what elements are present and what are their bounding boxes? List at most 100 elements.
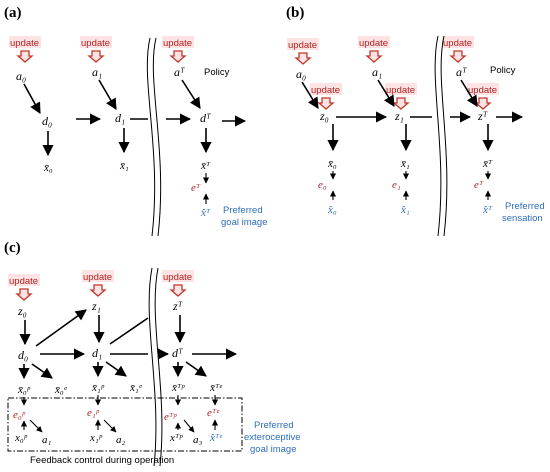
c-error-p1: e₁ᵖ — [87, 407, 100, 419]
c-joint-x1: x₁ᵖ — [89, 432, 103, 444]
latent-z0: z₀ — [319, 109, 329, 123]
b-error-eT: eᵀ — [474, 179, 484, 191]
update-label: update — [81, 38, 110, 49]
update-arrow-icon — [295, 52, 311, 65]
action-aT: aᵀ — [174, 65, 185, 79]
b-prediction-xT: x̄ᵀ — [482, 158, 493, 170]
action-b-a1: a₁ — [372, 65, 382, 79]
update-arrow-icon — [17, 50, 33, 63]
feedback-control-box — [7, 397, 243, 452]
goal-caption-b-2: sensation — [502, 213, 543, 224]
arrow-d0-xe0 — [31, 363, 53, 379]
line-d1-zT — [109, 317, 149, 345]
b-prediction-x0: x̄₀ — [327, 158, 337, 170]
arrow-a1-d1 — [98, 79, 117, 110]
action-a1: a₁ — [92, 65, 102, 79]
update-arrow-icon — [170, 284, 186, 297]
arrow-b-a0-z0 — [301, 81, 319, 109]
arrow-a0-d0 — [23, 83, 41, 114]
update-arrow-icon — [16, 288, 32, 301]
goal-caption-c-1: Preferred — [254, 420, 294, 431]
c-latent-z0: z₀ — [17, 304, 27, 318]
b-goal-xT: x̂ᵀ — [482, 204, 493, 216]
panel-c-update-0: update — [8, 274, 40, 301]
panel-a-update-T: update — [162, 36, 194, 63]
update-arrow-icon — [170, 50, 186, 63]
b-error-e1: e₁ — [392, 179, 401, 191]
arrow-d1-xe1 — [105, 361, 127, 377]
update-arrow-icon — [90, 284, 106, 297]
arrow-aT-dT — [181, 79, 201, 109]
c-extero-x0: x̄₀ᵉ — [54, 384, 68, 396]
c-proprio-xT: x̄ᵀᵖ — [171, 382, 185, 394]
c-action-a2: a₂ — [116, 434, 126, 446]
feedback-caption: Feedback control during operation — [30, 455, 174, 466]
arrow-b-a1-z1 — [377, 79, 395, 107]
prediction-x1: x̄₁ — [119, 160, 129, 172]
panel-c-update-T: update — [162, 270, 194, 297]
update-arrow-icon — [318, 97, 334, 110]
arrow-dT-xeT — [185, 361, 207, 377]
goal-caption-a-1: Preferred — [223, 205, 263, 216]
state-d1: d₁ — [115, 111, 125, 125]
c-extero-xT: x̄ᵀᵉ — [209, 382, 223, 394]
c-proprio-x0: x̄₀ᵖ — [17, 384, 31, 396]
goal-caption-c-3: goal image — [250, 444, 296, 455]
action-a0: a₀ — [16, 69, 26, 83]
update-label: update — [311, 85, 340, 96]
c-latent-z1: z₁ — [91, 299, 101, 313]
panel-c-label: (c) — [4, 240, 21, 256]
c-error-p0: e₀ᵖ — [13, 409, 26, 421]
c-latent-zT: zᵀ — [172, 299, 183, 313]
c-state-dT: dᵀ — [172, 346, 183, 360]
time-break-right — [152, 37, 162, 237]
c-joint-xT: xᵀᵖ — [169, 432, 183, 444]
prediction-xT: x̄ᵀ — [200, 160, 211, 172]
prediction-x0: x̄₀ — [43, 162, 53, 174]
goal-xT: x̂ᵀ — [200, 207, 211, 219]
update-arrow-icon — [450, 50, 466, 63]
b-goal-x0: x̂₀ — [327, 204, 337, 216]
c-error-pT: eᵀᵖ — [164, 411, 177, 423]
time-break-c-left — [148, 267, 157, 467]
arrow-ep0-a1 — [29, 419, 43, 433]
c-action-a1: a₁ — [42, 434, 52, 446]
c-state-d0: d₀ — [18, 348, 28, 362]
panel-c-update-1: update — [82, 270, 114, 297]
time-break-b-left — [434, 35, 442, 237]
c-state-d1: d₁ — [92, 346, 102, 360]
goal-caption-b-1: Preferred — [505, 201, 545, 212]
action-b-aT: aᵀ — [456, 65, 467, 79]
panel-b-update-z0: update — [310, 83, 342, 110]
update-arrow-icon — [475, 97, 491, 110]
update-label: update — [163, 38, 192, 49]
panel-a-update-0: update — [9, 36, 41, 63]
update-label: update — [443, 38, 472, 49]
panel-b-update-a0: update — [287, 38, 319, 65]
update-arrow-icon — [393, 97, 409, 110]
arrow-b-aT-zT — [460, 79, 478, 107]
panel-b-update-aT: update — [442, 36, 474, 63]
update-label: update — [288, 40, 317, 51]
update-arrow-icon — [366, 50, 382, 63]
update-label: update — [359, 38, 388, 49]
policy-label: Policy — [204, 67, 230, 78]
state-dT: dᵀ — [200, 111, 211, 125]
time-break-b-right — [440, 35, 448, 237]
arrow-ep1-a2 — [103, 419, 117, 433]
update-label: update — [468, 85, 497, 96]
arrow-d0-z1 — [35, 309, 87, 347]
c-goal-xeT: x̂ᵀᵉ — [209, 432, 223, 444]
latent-zT: zᵀ — [477, 109, 488, 123]
action-b-a0: a₀ — [296, 67, 306, 81]
error-eT: eᵀ — [191, 182, 201, 194]
update-label: update — [83, 272, 112, 283]
update-arrow-icon — [88, 50, 104, 63]
c-proprio-x1: x̄₁ᵖ — [91, 382, 105, 394]
c-joint-x0: x₀ᵖ — [14, 432, 28, 444]
c-error-eT: eᵀᵉ — [207, 407, 220, 419]
state-d0: d₀ — [42, 114, 52, 128]
c-extero-x1: x̄₁ᵉ — [129, 382, 143, 394]
panel-b-label: (b) — [286, 5, 304, 21]
